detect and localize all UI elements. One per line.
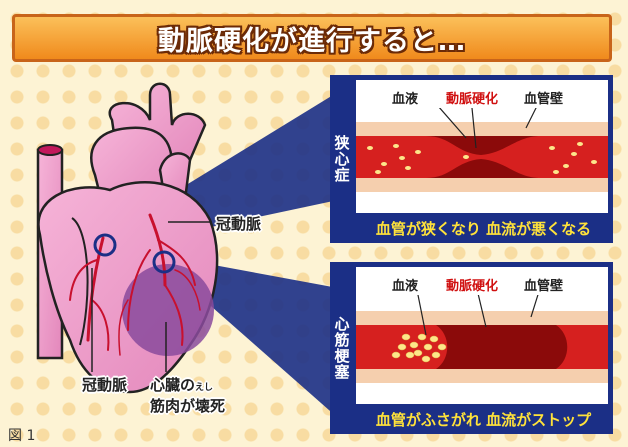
narrowing-marker bbox=[93, 233, 117, 257]
narrowed-vessel bbox=[356, 108, 608, 192]
infarction-side-tab: 心筋梗塞 bbox=[330, 262, 354, 434]
angina-side-tab: 狭心症 bbox=[330, 75, 354, 243]
angina-panel: 狭心症 血液 動脈硬化 血管壁 bbox=[330, 75, 613, 243]
infarction-panel: 心筋梗塞 血液 動脈硬化 血管壁 bbox=[330, 262, 613, 434]
label-necrosis-line1: 心臓のえし bbox=[150, 376, 214, 394]
label-necrosis-line2: 筋肉が壊死 bbox=[150, 397, 226, 415]
angina-caption: 血管が狭くなり 血流が悪くなる bbox=[354, 213, 613, 243]
title-banner: 動脈硬化が進行すると… bbox=[12, 14, 612, 62]
label-coronary-right: 冠動脈 bbox=[216, 215, 262, 233]
infarction-vessel-view: 血液 動脈硬化 血管壁 bbox=[356, 267, 608, 404]
necrosis-ruby: えし bbox=[195, 383, 214, 393]
angina-vessel-view: 血液 動脈硬化 血管壁 bbox=[356, 80, 608, 213]
infarction-caption-text: 血管がふさがれ 血流がストップ bbox=[375, 410, 592, 429]
diagram-title: 動脈硬化が進行すると… bbox=[158, 25, 466, 57]
infarction-label: 心筋梗塞 bbox=[332, 316, 351, 380]
blockage-marker bbox=[152, 250, 176, 274]
angina-label: 狭心症 bbox=[332, 135, 351, 183]
label-coronary-left: 冠動脈 bbox=[82, 376, 128, 394]
label-blood: 血液 bbox=[392, 92, 419, 107]
label-wall: 血管壁 bbox=[524, 279, 564, 294]
heart-illustration bbox=[36, 82, 219, 394]
necrosis-area bbox=[122, 264, 214, 356]
coronary-arteries bbox=[69, 213, 201, 356]
label-wall: 血管壁 bbox=[524, 92, 564, 107]
label-sclerosis: 動脈硬化 bbox=[446, 92, 499, 107]
blocked-vessel bbox=[356, 295, 608, 383]
figure-label: 図 1 bbox=[8, 428, 36, 444]
label-blood: 血液 bbox=[392, 279, 419, 294]
label-sclerosis: 動脈硬化 bbox=[446, 279, 499, 294]
infarction-caption: 血管がふさがれ 血流がストップ bbox=[354, 404, 613, 434]
angina-caption-text: 血管が狭くなり 血流が悪くなる bbox=[375, 219, 592, 238]
